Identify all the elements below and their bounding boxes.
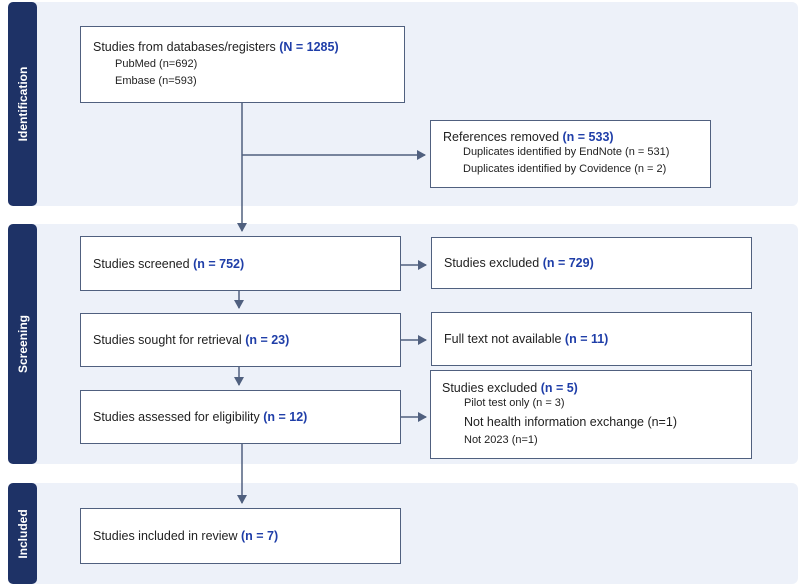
screened-box: Studies screened (n = 752) bbox=[80, 236, 401, 291]
removed-text: References removed bbox=[443, 130, 560, 144]
included-text: Studies included in review bbox=[93, 529, 238, 543]
included-box: Studies included in review (n = 7) bbox=[80, 508, 401, 564]
included-count: (n = 7) bbox=[241, 529, 279, 543]
retrieval-box: Studies sought for retrieval (n = 23) bbox=[80, 313, 401, 367]
excluded-elig-item-not-2023: Not 2023 (n=1) bbox=[464, 433, 538, 446]
not-available-count: (n = 11) bbox=[564, 332, 609, 346]
included-tab: Included bbox=[8, 483, 37, 584]
excluded-elig-item-pilot: Pilot test only (n = 3) bbox=[464, 396, 565, 409]
excluded-screen-text: Studies excluded bbox=[444, 256, 540, 270]
records-box: Studies from databases/registers (N = 12… bbox=[80, 26, 405, 103]
records-count: (N = 1285) bbox=[279, 40, 339, 54]
screened-count: (n = 752) bbox=[193, 256, 245, 271]
removed-item-endnote: Duplicates identified by EndNote (n = 53… bbox=[463, 146, 670, 158]
excluded-elig-count: (n = 5) bbox=[540, 380, 578, 395]
records-item-pubmed: PubMed (n=692) bbox=[115, 58, 198, 70]
records-text: Studies from databases/registers bbox=[93, 40, 276, 54]
removed-item-covidence: Duplicates identified by Covidence (n = … bbox=[463, 163, 667, 175]
not-available-text: Full text not available bbox=[444, 332, 562, 346]
eligibility-box: Studies assessed for eligibility (n = 12… bbox=[80, 390, 401, 444]
excluded-elig-box: Studies excluded (n = 5) Pilot test only… bbox=[430, 370, 752, 459]
identification-tab: Identification bbox=[8, 2, 37, 206]
not-available-box: Full text not available (n = 11) bbox=[431, 312, 752, 366]
retrieval-count: (n = 23) bbox=[245, 333, 290, 347]
screening-tab: Screening bbox=[8, 224, 37, 464]
removed-count: (n = 533) bbox=[562, 130, 614, 144]
excluded-elig-item-not-hie: Not health information exchange (n=1) bbox=[464, 414, 677, 429]
screened-text: Studies screened bbox=[93, 256, 190, 271]
eligibility-text: Studies assessed for eligibility bbox=[93, 410, 260, 424]
eligibility-count: (n = 12) bbox=[263, 410, 308, 424]
excluded-elig-text: Studies excluded bbox=[442, 380, 538, 395]
excluded-screen-count: (n = 729) bbox=[542, 256, 594, 270]
retrieval-text: Studies sought for retrieval bbox=[93, 333, 242, 347]
excluded-screen-box: Studies excluded (n = 729) bbox=[431, 237, 752, 289]
removed-box: References removed (n = 533) Duplicates … bbox=[430, 120, 711, 188]
records-item-embase: Embase (n=593) bbox=[115, 75, 197, 87]
